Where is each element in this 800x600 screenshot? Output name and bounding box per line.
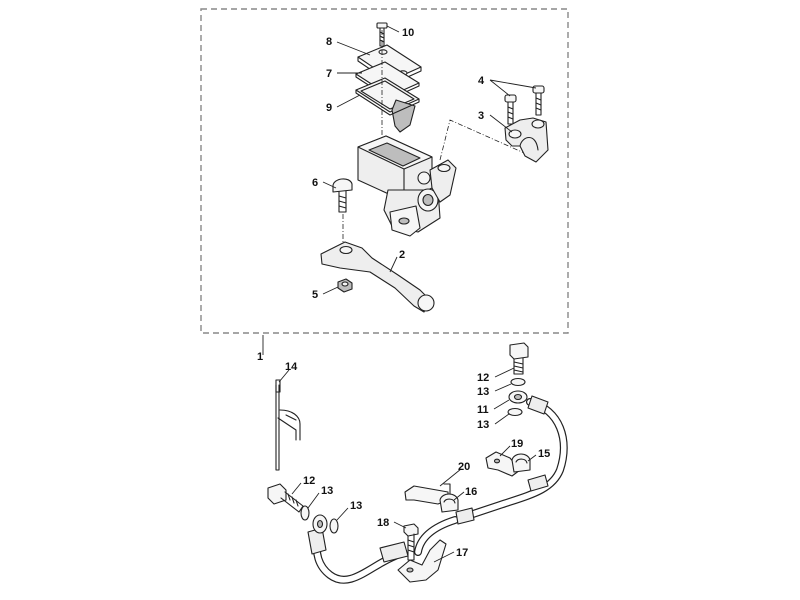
callout-5: 5	[312, 289, 318, 301]
part-16-clip[interactable]	[439, 493, 459, 513]
callout-10: 10	[402, 27, 414, 39]
part-13-washer-upper-b[interactable]	[507, 407, 523, 417]
part-2-brake-lever[interactable]	[320, 241, 435, 313]
part-5-nut[interactable]	[337, 278, 353, 293]
callout-8: 8	[326, 36, 332, 48]
callout-11: 11	[477, 404, 489, 416]
banjo-fitting-lower[interactable]	[312, 514, 328, 534]
callout-16: 16	[465, 486, 477, 498]
callout-20: 20	[458, 461, 470, 473]
callout-9: 9	[326, 102, 332, 114]
callout-4: 4	[478, 75, 485, 87]
part-6-pivot-bolt[interactable]	[332, 178, 353, 213]
part-9-diaphragm[interactable]	[355, 77, 420, 133]
part-3-clamp-bracket[interactable]	[504, 117, 549, 163]
callout-13-lower-b: 13	[350, 500, 362, 512]
callout-12-upper: 12	[477, 372, 489, 384]
part-13-washer-lower-b[interactable]	[329, 518, 339, 534]
part-11-banjo-fitting[interactable]	[508, 390, 528, 404]
part-12-banjo-bolt-lower[interactable]	[267, 483, 304, 513]
callout-17: 17	[456, 547, 468, 559]
brake-hose[interactable]	[307, 395, 568, 584]
callout-3: 3	[478, 110, 484, 122]
callout-13-upper-a: 13	[477, 386, 489, 398]
part-18-bolt[interactable]	[403, 523, 419, 561]
callout-2: 2	[399, 249, 405, 261]
leader-lines	[262, 25, 537, 563]
callout-19: 19	[511, 438, 523, 450]
callout-18: 18	[377, 517, 389, 529]
part-17-bracket[interactable]	[397, 539, 447, 583]
callout-6: 6	[312, 177, 318, 189]
part-13-washer-upper-a[interactable]	[510, 377, 526, 387]
master-cylinder-body[interactable]	[357, 135, 457, 237]
callout-7: 7	[326, 68, 332, 80]
part-19-bracket[interactable]	[485, 451, 521, 477]
callout-13-upper-b: 13	[477, 419, 489, 431]
callout-12-lower: 12	[303, 475, 315, 487]
callout-1: 1	[257, 351, 263, 363]
assembly-boundary	[200, 8, 569, 334]
callout-15: 15	[538, 448, 550, 460]
part-4-bolts[interactable]	[504, 85, 545, 125]
part-15-clip[interactable]	[511, 453, 531, 473]
callout-13-lower-a: 13	[321, 485, 333, 497]
part-14-cable-tie[interactable]	[275, 379, 301, 471]
part-12-banjo-bolt-upper[interactable]	[509, 342, 529, 375]
part-13-washer-lower-a[interactable]	[300, 505, 310, 521]
callout-14: 14	[285, 361, 298, 373]
